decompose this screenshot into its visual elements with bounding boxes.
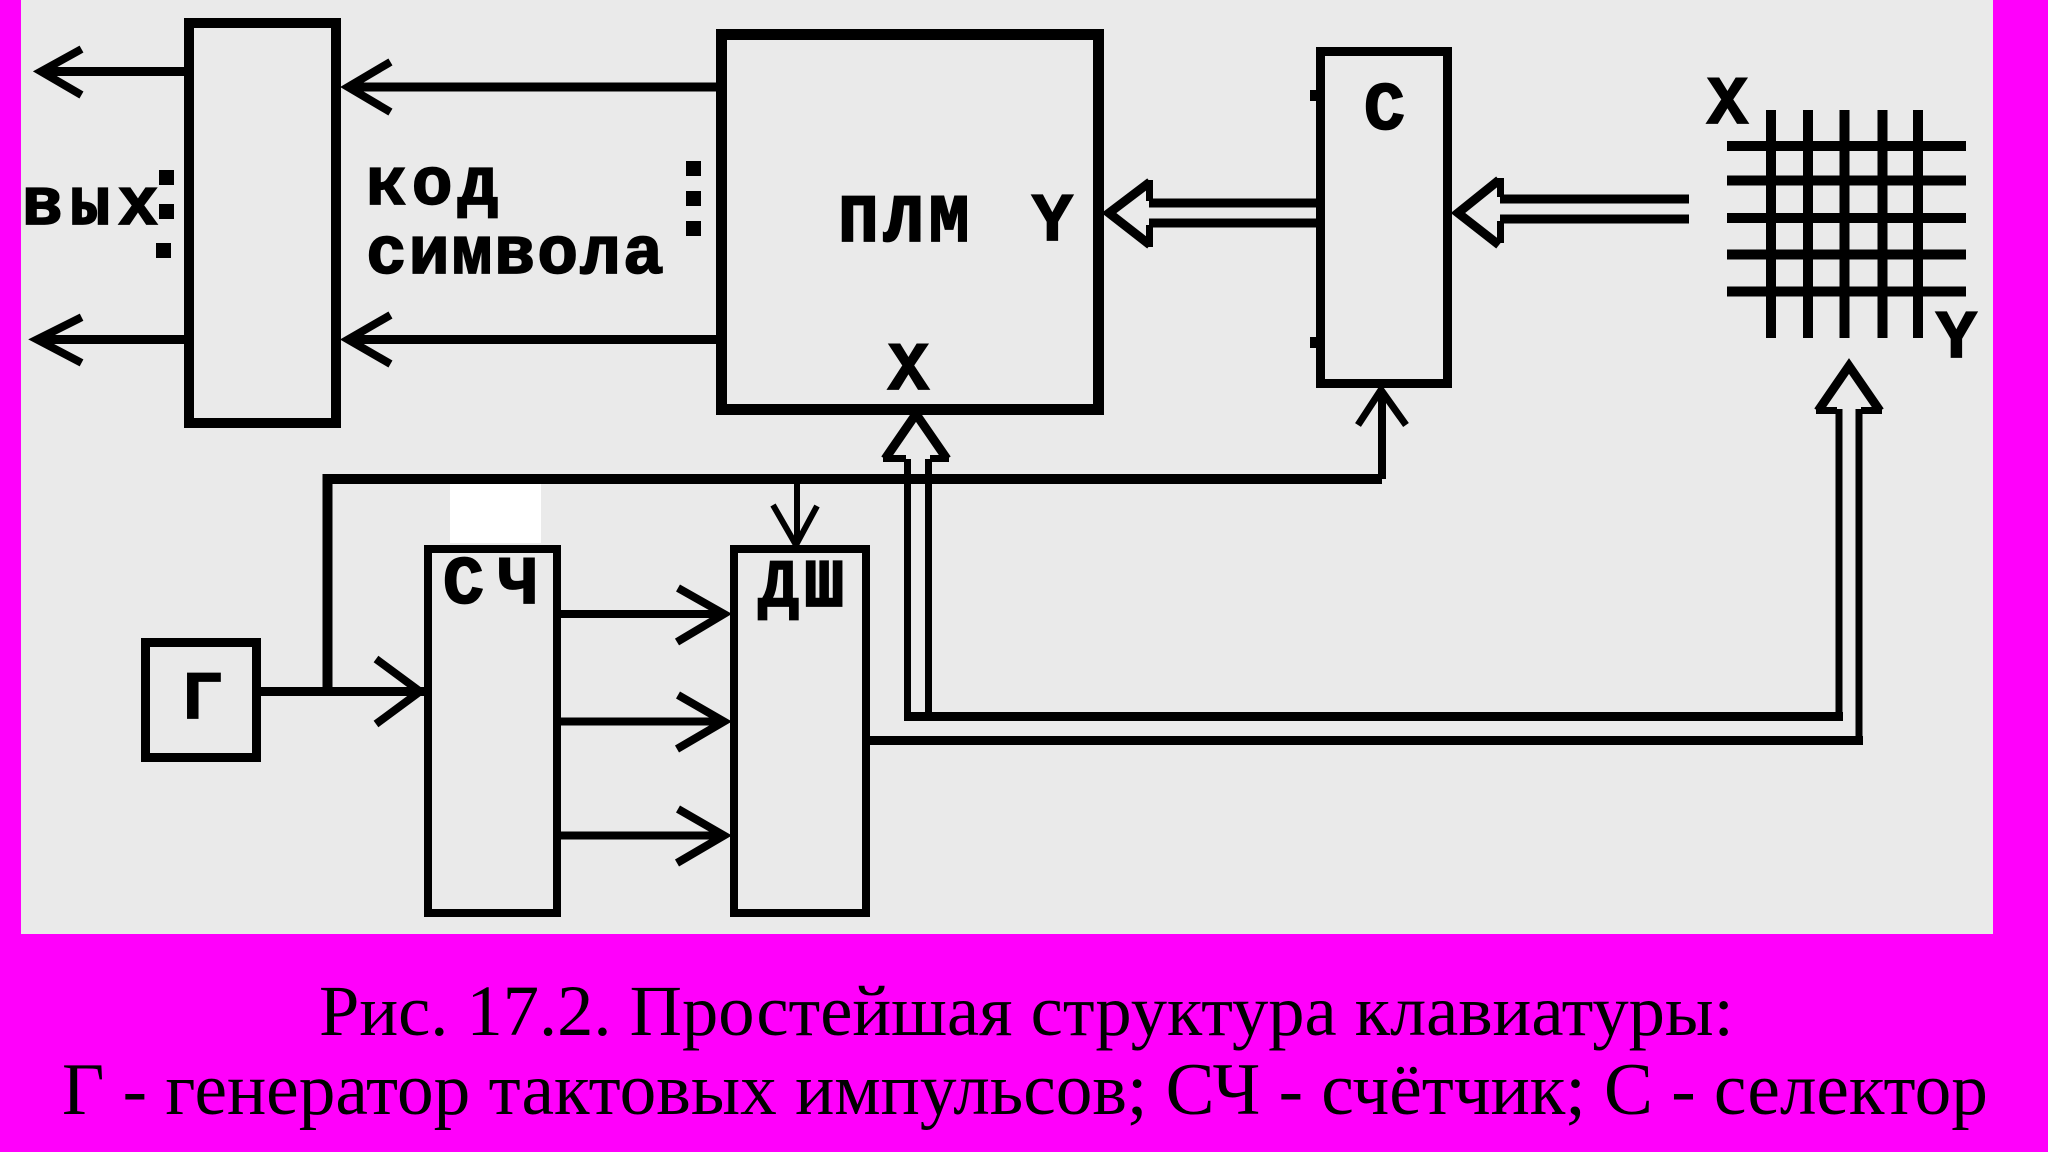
- svg-text:Y: Y: [1936, 301, 1977, 378]
- svg-text:символа: символа: [366, 217, 666, 294]
- svg-text:C: C: [1364, 73, 1405, 150]
- svg-text:ПЛМ: ПЛМ: [838, 185, 974, 262]
- svg-text:X: X: [1707, 67, 1748, 144]
- svg-text:вых: вых: [22, 168, 165, 245]
- svg-text:X: X: [888, 333, 929, 410]
- svg-text:СЧ: СЧ: [443, 547, 553, 624]
- svg-text:ДШ: ДШ: [758, 550, 850, 627]
- svg-text:Г: Г: [182, 662, 223, 739]
- svg-text:код: код: [366, 148, 503, 225]
- svg-text:Y: Y: [1032, 184, 1073, 261]
